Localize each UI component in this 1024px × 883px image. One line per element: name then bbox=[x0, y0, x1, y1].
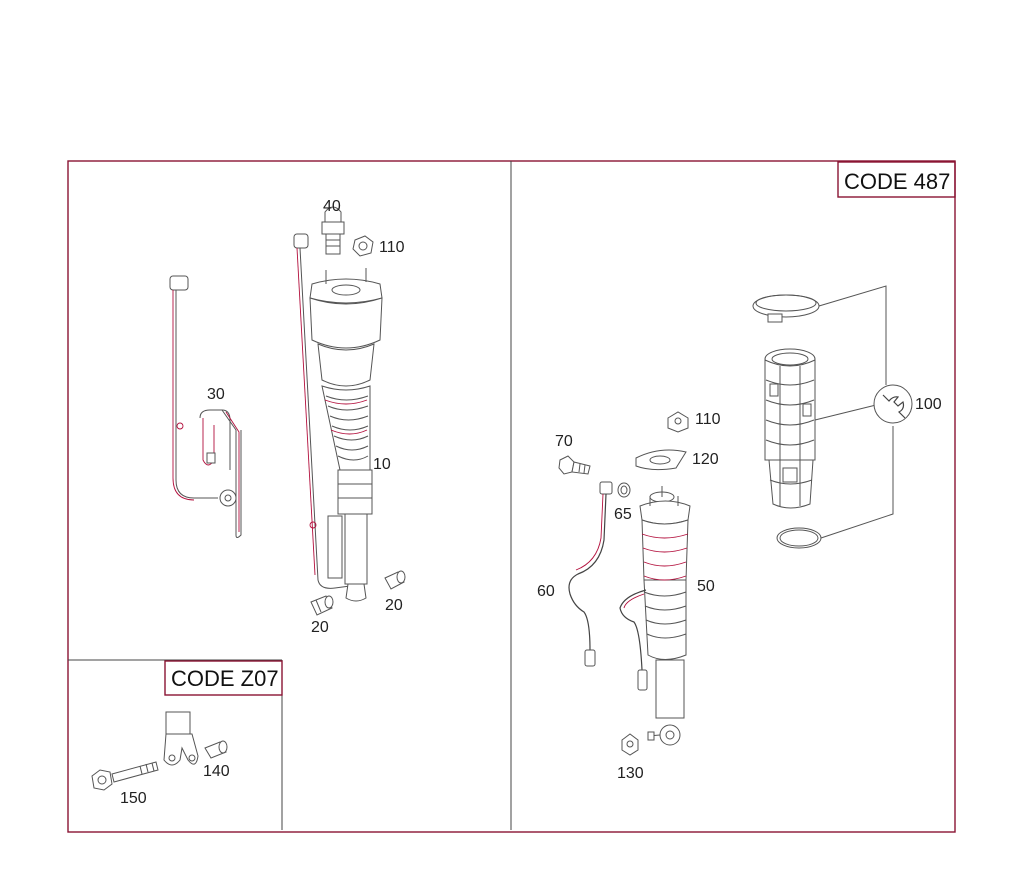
code-487-box: CODE 487 bbox=[837, 161, 956, 198]
label-140: 140 bbox=[203, 763, 230, 780]
part-60-hydraulic-line[interactable] bbox=[568, 481, 613, 667]
label-150: 150 bbox=[120, 790, 147, 807]
part-130-nut[interactable] bbox=[621, 733, 639, 756]
label-100: 100 bbox=[915, 396, 942, 413]
part-20-bushing-upper[interactable] bbox=[384, 570, 406, 590]
part-40-valve[interactable] bbox=[321, 206, 345, 255]
code-z07-box: CODE Z07 bbox=[164, 660, 283, 696]
code-z07-label: CODE Z07 bbox=[171, 666, 279, 691]
label-110-left: 110 bbox=[379, 239, 405, 256]
boot-grid bbox=[765, 366, 815, 506]
label-60: 60 bbox=[537, 583, 555, 600]
part-110-nut-left[interactable] bbox=[352, 235, 374, 257]
part-140-bushing[interactable] bbox=[204, 740, 228, 759]
part-120-gasket[interactable] bbox=[635, 449, 687, 471]
code-487-label: CODE 487 bbox=[844, 169, 950, 194]
part-110-nut-right[interactable] bbox=[667, 411, 689, 433]
part-100-retaining-ring[interactable] bbox=[776, 527, 822, 549]
part-70-bolt[interactable] bbox=[558, 455, 591, 475]
part-65-seal-ring[interactable] bbox=[617, 482, 631, 498]
label-130: 130 bbox=[617, 765, 644, 782]
part-10-air-strut[interactable] bbox=[293, 233, 383, 602]
label-30: 30 bbox=[207, 386, 225, 403]
part-100-leader-lines bbox=[814, 285, 894, 539]
label-65: 65 bbox=[614, 506, 632, 523]
label-110-right: 110 bbox=[695, 411, 721, 428]
label-70: 70 bbox=[555, 433, 573, 450]
part-50-damper-strut[interactable] bbox=[619, 486, 691, 746]
damper-ribs bbox=[641, 533, 689, 639]
label-10: 10 bbox=[373, 456, 391, 473]
part-20-bushing-lower[interactable] bbox=[310, 595, 334, 616]
label-120: 120 bbox=[692, 451, 719, 468]
part-100-clamp[interactable] bbox=[752, 294, 820, 323]
bellows-ribs bbox=[324, 395, 369, 461]
label-20-right: 20 bbox=[385, 597, 403, 614]
part-30-wiring-harness[interactable] bbox=[169, 275, 242, 538]
label-20-left: 20 bbox=[311, 619, 329, 636]
label-40: 40 bbox=[323, 198, 341, 215]
wrench-icon bbox=[873, 384, 913, 424]
part-100-dust-boot[interactable] bbox=[764, 348, 816, 509]
part-150-bolt[interactable] bbox=[91, 761, 159, 791]
label-50: 50 bbox=[697, 578, 715, 595]
part-bracket-clevis[interactable] bbox=[163, 711, 199, 766]
